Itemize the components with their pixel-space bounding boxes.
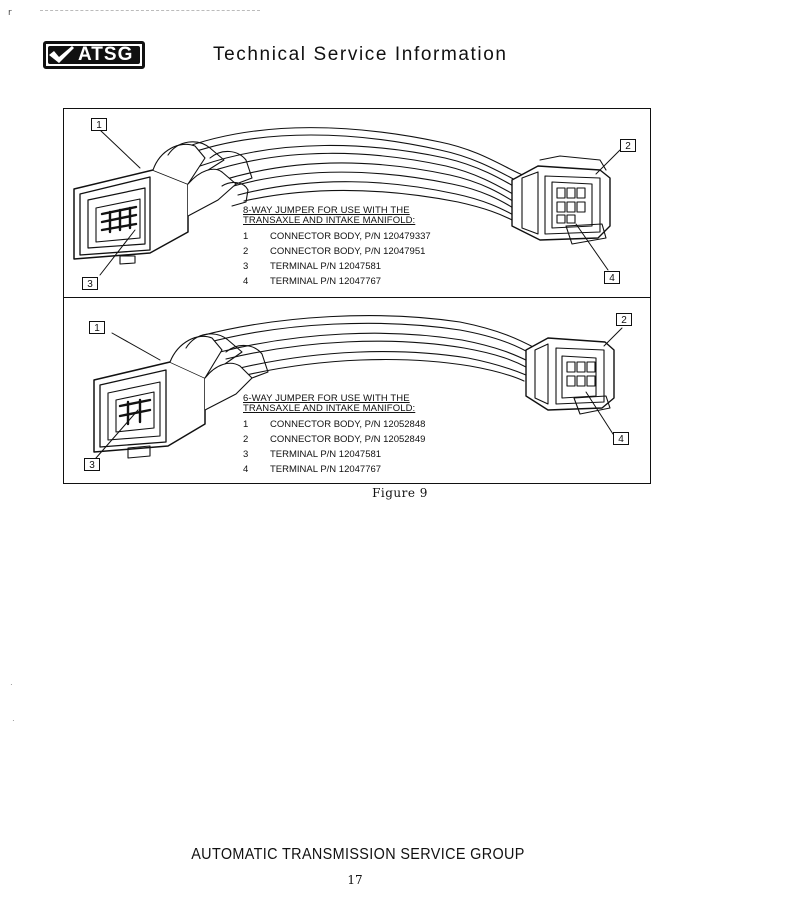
top-scan-line: [40, 10, 260, 11]
callout-3: 3: [84, 458, 100, 471]
panel-divider: [63, 297, 651, 298]
atsg-logo: ATSG: [43, 41, 145, 69]
harness-6-way: [93, 315, 623, 459]
figure-frame: [63, 108, 651, 484]
footer-organization: AUTOMATIC TRANSMISSION SERVICE GROUP: [191, 846, 525, 863]
logo-text: ATSG: [78, 44, 134, 65]
checkmark-icon: [49, 46, 74, 63]
scan-mark: r: [8, 8, 12, 18]
harness-8-way: [73, 127, 621, 276]
page-title: Technical Service Information: [213, 44, 508, 65]
callout-3: 3: [82, 277, 98, 290]
parts-list-6-way: 6-WAY JUMPER FOR USE WITH THE TRANSAXLE …: [243, 394, 425, 477]
figure-caption: Figure 9: [372, 486, 428, 500]
scan-speck: ·: [10, 680, 13, 689]
parts-list-heading: TRANSAXLE AND INTAKE MANIFOLD:: [243, 215, 416, 226]
scan-speck: ·: [12, 716, 15, 725]
page-number: 17: [347, 873, 363, 887]
parts-list-heading: TRANSAXLE AND INTAKE MANIFOLD:: [243, 403, 416, 414]
callout-2: 2: [620, 139, 636, 152]
callout-4: 4: [604, 271, 620, 284]
callout-4: 4: [613, 432, 629, 445]
callout-1: 1: [89, 321, 105, 334]
parts-list-heading: 8-WAY JUMPER FOR USE WITH THE: [243, 205, 410, 216]
parts-list-8-way: 8-WAY JUMPER FOR USE WITH THE TRANSAXLE …: [243, 206, 431, 289]
parts-list-heading: 6-WAY JUMPER FOR USE WITH THE: [243, 393, 410, 404]
callout-1: 1: [91, 118, 107, 131]
callout-2: 2: [616, 313, 632, 326]
